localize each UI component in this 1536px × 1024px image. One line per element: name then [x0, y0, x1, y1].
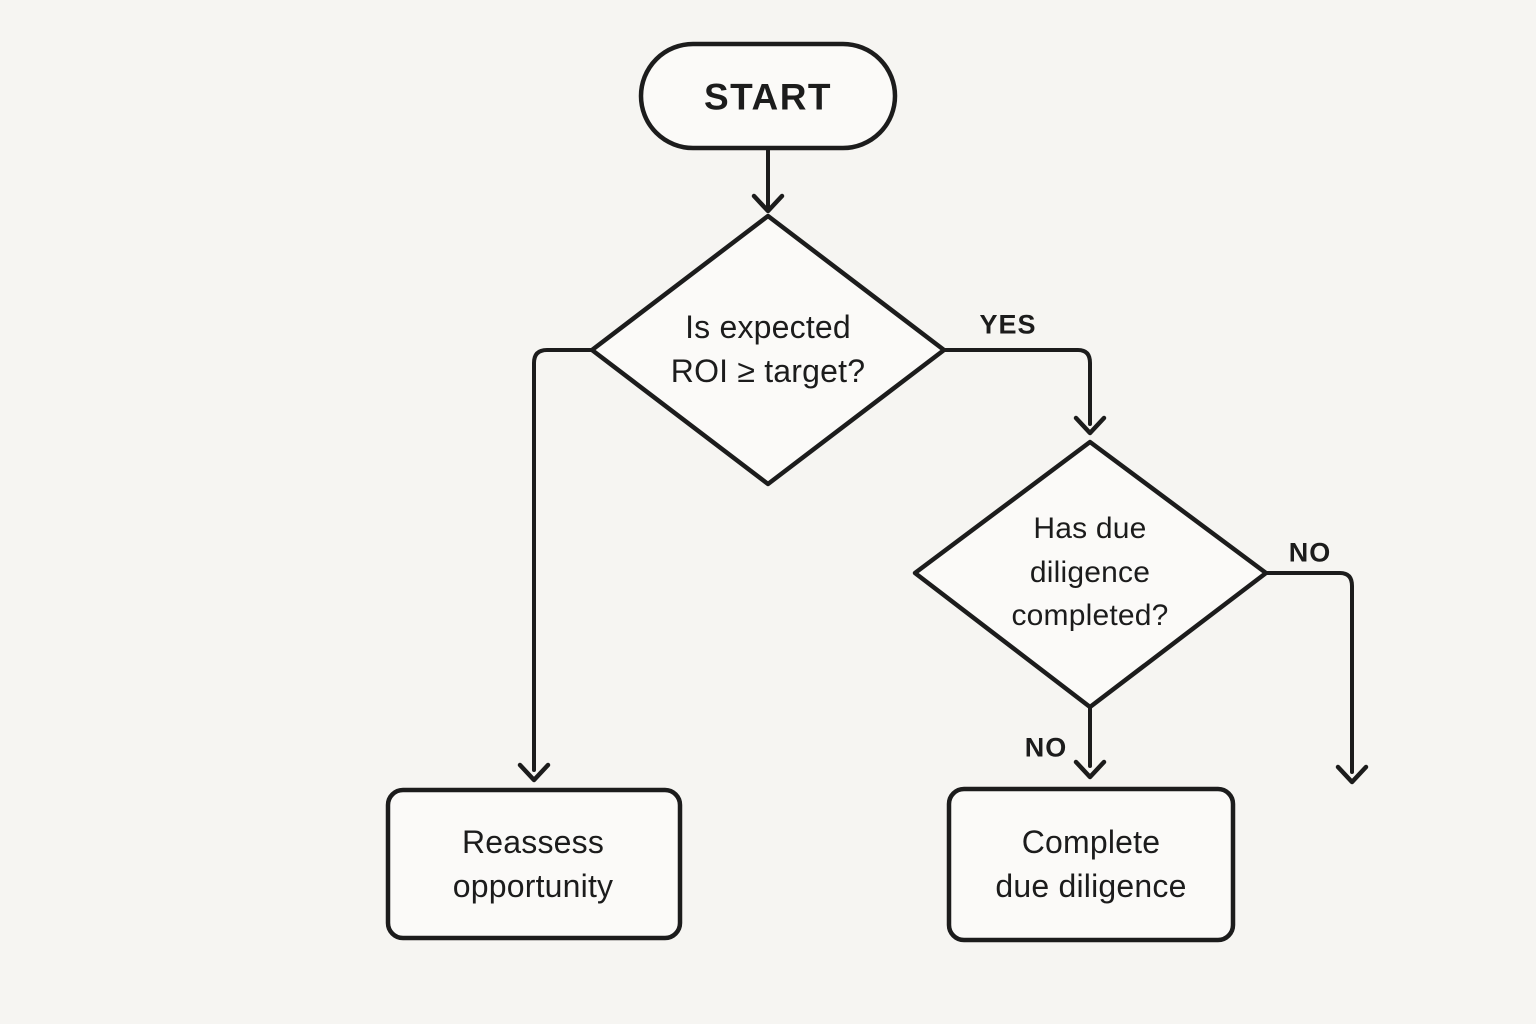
no-edge-label-right: NO [1288, 537, 1332, 568]
start-node-label: START [703, 76, 833, 118]
edge-dd-no-right [1264, 571, 1354, 774]
complete-dd-node-label: Complete due diligence [995, 823, 1187, 904]
edge-roi-to-reassess [532, 348, 594, 772]
arrowhead-down-icon [1073, 759, 1107, 780]
no-edge-label-bottom: NO [1024, 732, 1068, 763]
reassess-process-shape [385, 787, 683, 941]
roi-decision-shape [589, 213, 947, 487]
arrowhead-down-icon [1335, 764, 1369, 785]
reassess-node-label: Reassess opportunity [452, 823, 614, 904]
arrowhead-down-icon [517, 762, 551, 783]
arrowhead-down-icon [751, 193, 785, 214]
edge-roi-yes-to-dd [942, 348, 1092, 426]
yes-edge-label: YES [979, 309, 1037, 340]
complete-dd-process-shape [946, 786, 1236, 943]
due-diligence-decision-label: Has due diligence completed? [1011, 511, 1169, 632]
roi-decision-label: Is expected ROI ≥ target? [670, 308, 866, 389]
arrowhead-down-icon [1073, 415, 1107, 436]
